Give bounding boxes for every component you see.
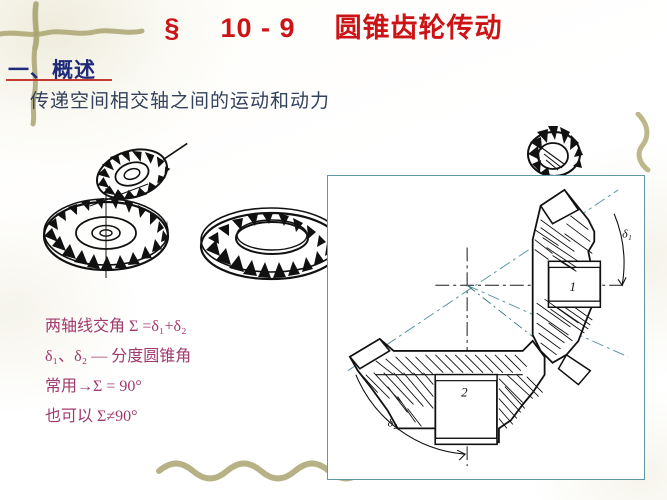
diagram-svg: δ₁ δ₂ 1 2 [347, 188, 632, 467]
delta2-angle [355, 374, 467, 461]
gear-2-hatching-left [357, 354, 528, 427]
cone-apex-lines [466, 284, 541, 344]
delta1-angle [613, 213, 627, 287]
pitch-cone-lines [347, 189, 629, 372]
bevel-gear-pair-image [42, 142, 188, 278]
section-number: 10 - 9 [220, 13, 296, 43]
delta1-label: δ₁ [622, 227, 632, 241]
formula-line-shaft-angle: 两轴线交角 Σ =δ₁+δ₂ [45, 318, 187, 335]
part-2-label: 2 [461, 385, 468, 400]
formula-line-delta-definition: δ₁、δ₂ — 分度圆锥角 [45, 348, 192, 365]
title-heading-text: 圆锥齿轮传动 [334, 13, 503, 43]
gear-2-outline [348, 337, 546, 446]
delta2-label: δ₂ [388, 415, 398, 429]
decorative-hook-brush [635, 112, 651, 173]
small-bevel-gear-image [527, 126, 583, 177]
section-heading-underline [6, 79, 112, 81]
section-symbol: § [164, 13, 182, 43]
slide-title: § 10 - 9 圆锥齿轮传动 [0, 6, 667, 45]
bevel-gear-cross-section-diagram: δ₁ δ₂ 1 2 [327, 175, 645, 480]
gear-1-tooth-lower [557, 353, 592, 386]
part-1-label: 1 [569, 279, 575, 294]
gear-2-hatching-right [498, 374, 543, 429]
section-heading: 一、概述 [8, 59, 96, 82]
formula-line-alternate-case: 也可以 Σ≠90° [45, 408, 138, 425]
bevel-ring-gear-image [199, 207, 343, 281]
formula-line-common-case: 常用→Σ = 90° [45, 378, 142, 395]
gear-1-hatching-upper [534, 215, 593, 272]
formula-block: 两轴线交角 Σ =δ₁+δ₂ δ₁、δ₂ — 分度圆锥角 常用→Σ = 90° … [45, 312, 191, 432]
gear-1-hatching-lower [536, 298, 593, 356]
intro-text: 传递空间相交轴之间的运动和动力 [30, 91, 331, 112]
